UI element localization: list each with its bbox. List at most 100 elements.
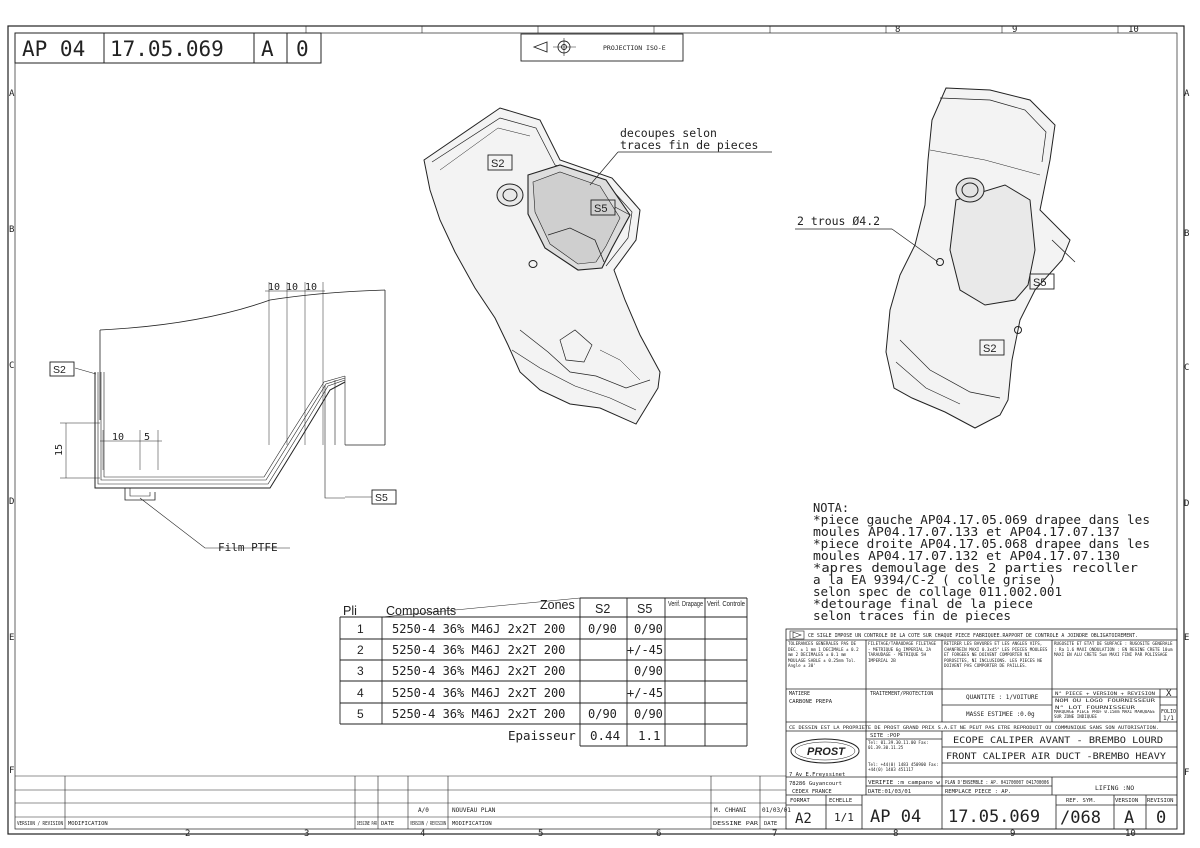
col-label-4: 4	[420, 829, 425, 839]
tb-phone2-box: Tel: +44(0) 1483 450900 Fax: +44(0) 1483…	[868, 762, 939, 772]
ply-row: 2 5250-4 36% M46J 2x2T 200 +/-45	[357, 643, 663, 657]
tb-warning: CE SIGLE IMPOSE UN CONTROLE DE LA COTE S…	[808, 633, 1138, 639]
tb-phone: Tel: 01.39.30.11.00 Fax: 01.39.30.11.25	[868, 740, 929, 750]
nota-line-3: *piece droite AP04.17.05.068 drapee dans…	[813, 537, 1150, 551]
revision-row-version: A/0	[418, 807, 429, 814]
row-label-f: F	[9, 766, 14, 776]
ply-row-1-s2: 0/90	[588, 622, 617, 636]
header-doc-box: AP 04 17.05.069 A 0	[14, 32, 322, 64]
row-label-e: E	[9, 633, 14, 643]
row-label-d: D	[9, 497, 14, 507]
tb-scale-label: ECHELLE	[829, 798, 852, 804]
holes-label: 2 trous Ø4.2	[797, 214, 880, 228]
projection-box: PROJECTION ISO-E	[520, 33, 684, 62]
tb-ref-label: REF. SYM.	[1066, 798, 1096, 804]
dim-10-b: 10	[286, 282, 298, 293]
nota-title: NOTA:	[813, 501, 849, 515]
tb-mass: MASSE ESTIMEE :0.0g	[966, 711, 1035, 718]
tb-piece-no: N° PIECE + VERSION + REVISION	[1055, 691, 1155, 697]
ply-header-pli: Pli	[343, 604, 357, 618]
col-label-9: 9	[1010, 829, 1015, 839]
cut-note-line2: traces fin de pieces	[620, 138, 758, 152]
dim-10-a: 10	[268, 282, 280, 293]
row-label-d-right: D	[1184, 499, 1189, 509]
tb-burrs: RETIRER LES BAVURES ET LES ANGLES VIFS, …	[944, 641, 1048, 669]
tb-burrs-box: RETIRER LES BAVURES ET LES ANGLES VIFS, …	[944, 641, 1048, 669]
projection-label: PROJECTION ISO-E	[603, 44, 666, 52]
film-ptfe-label: Film PTFE	[218, 541, 278, 554]
tb-revision-label: REVISION	[1147, 798, 1174, 804]
col-label-6: 6	[656, 829, 661, 839]
nota-line-9: selon traces fin de pieces	[813, 609, 1011, 623]
ply-row-5-pli: 5	[357, 707, 364, 721]
ply-row-1-comp: 5250-4 36% M46J 2x2T 200	[392, 622, 565, 636]
tb-ownership: CE DESSIN EST LA PROPRIETE DE PROST GRAN…	[789, 725, 1159, 731]
svg-text:PROST: PROST	[807, 746, 846, 758]
tb-doc-prefix: AP 04	[870, 807, 921, 827]
col-label-top-10: 10	[1128, 25, 1139, 35]
tb-scale: 1/1	[834, 811, 854, 824]
row-label-a: A	[9, 89, 15, 99]
tb-tolerances: TOLERANCES GENERALES PAS DE DEC. ± 1 mm …	[788, 641, 859, 669]
cut-note-callout: decoupes selon traces fin de pieces	[589, 126, 772, 186]
tb-matiere: CARBONE PREPA	[789, 699, 833, 705]
revision-row-modification: NOUVEAU PLAN	[452, 807, 496, 814]
tb-phone-box: Tel: 01.39.30.11.00 Fax: 01.39.30.11.25	[868, 740, 929, 750]
ply-row-5-s2: 0/90	[588, 707, 617, 721]
ply-row-3-s5: 0/90	[634, 664, 663, 678]
part-right-isometric	[885, 87, 1076, 429]
section-s5-label: S5	[375, 492, 388, 504]
tb-doc-number: 17.05.069	[948, 807, 1040, 827]
tb-revision: 0	[1156, 808, 1166, 828]
nota-line-2: moules AP04.17.07.133 et AP04.17.07.137	[813, 525, 1120, 539]
ply-header-verif-controle: Verif. Controle	[707, 601, 745, 608]
tb-title-en: FRONT CALIPER AIR DUCT -BREMBO HEAVY	[946, 752, 1166, 762]
tb-supplier-lot: N° LOT FOURNISSEUR	[1055, 705, 1135, 711]
ply-thickness-label: Epaisseur	[508, 728, 576, 743]
tb-supplier-logo: NOM OU LOGO FOURNISSEUR	[1055, 698, 1155, 704]
ply-row-4-s5: +/-45	[627, 686, 663, 700]
tb-folio: 1/1	[1163, 715, 1174, 722]
row-label-a-right: A	[1184, 89, 1190, 99]
col-label-7: 7	[772, 829, 777, 839]
ply-row-5-comp: 5250-4 36% M46J 2x2T 200	[392, 707, 565, 721]
tb-phone2: Tel: +44(0) 1483 450900 Fax: +44(0) 1483…	[868, 762, 939, 772]
tb-quantity: QUANTITE : 1/VOITURE	[966, 694, 1039, 701]
nota-line-1: *piece gauche AP04.17.05.069 drapee dans…	[813, 513, 1150, 527]
revision-header-date-2: DATE	[764, 821, 777, 827]
revision-header-date: DATE	[381, 821, 394, 827]
col-label-8: 8	[893, 829, 898, 839]
ply-row-1-pli: 1	[357, 622, 364, 636]
section-s2-label: S2	[53, 364, 66, 376]
ply-header-composants: Composants	[386, 604, 456, 618]
revision-header-drawn-2: DESSINE PAR	[713, 821, 759, 827]
nota-line-5: *apres demoulage des 2 parties recoller	[813, 561, 1138, 575]
revision-row-designer: M. CHHANI	[714, 807, 747, 814]
section-detail	[60, 282, 386, 549]
dim-15: 15	[54, 444, 65, 456]
zone-s5-left: S5	[590, 199, 631, 216]
col-label-top-8: 8	[895, 25, 900, 35]
revision-row-date: 01/03/01	[762, 807, 791, 814]
ply-row-4-comp: 5250-4 36% M46J 2x2T 200	[392, 686, 565, 700]
tb-surface: RUGOSITE ET ETAT DE SURFACE : RUGOSITE G…	[1054, 641, 1173, 658]
ply-thickness-s2: 0.44	[590, 728, 620, 743]
ply-row-5-s5: 0/90	[634, 707, 663, 721]
revision-header-drawn: DESSINE PAR	[357, 821, 377, 827]
revision-table	[15, 775, 786, 829]
column-grid-top	[305, 26, 1119, 33]
prost-logo-icon: PROST	[790, 738, 860, 764]
row-label-b-right: B	[1184, 229, 1189, 239]
tb-version-label: VERSION	[1115, 798, 1138, 804]
ply-row-3-pli: 3	[357, 664, 364, 678]
cut-note-line1: decoupes selon	[620, 126, 717, 140]
ply-row: 3 5250-4 36% M46J 2x2T 200 0/90	[357, 664, 663, 678]
nota-line-8: *detourage final de la piece	[813, 597, 1033, 611]
tb-marking: MARQUAGE PIECE PROF 0.15mm MAXI MARQUAGE…	[1054, 710, 1155, 719]
outer-frame	[7, 25, 1185, 835]
tb-treatment: TRAITEMENT/PROTECTION	[870, 691, 933, 697]
col-label-2: 2	[185, 829, 190, 839]
ply-table: Pli Composants Zones S2 S5 Verif. Drapag…	[339, 597, 748, 747]
nota-line-6: a la EA 9394/C-2 ( colle grise )	[813, 573, 1056, 587]
